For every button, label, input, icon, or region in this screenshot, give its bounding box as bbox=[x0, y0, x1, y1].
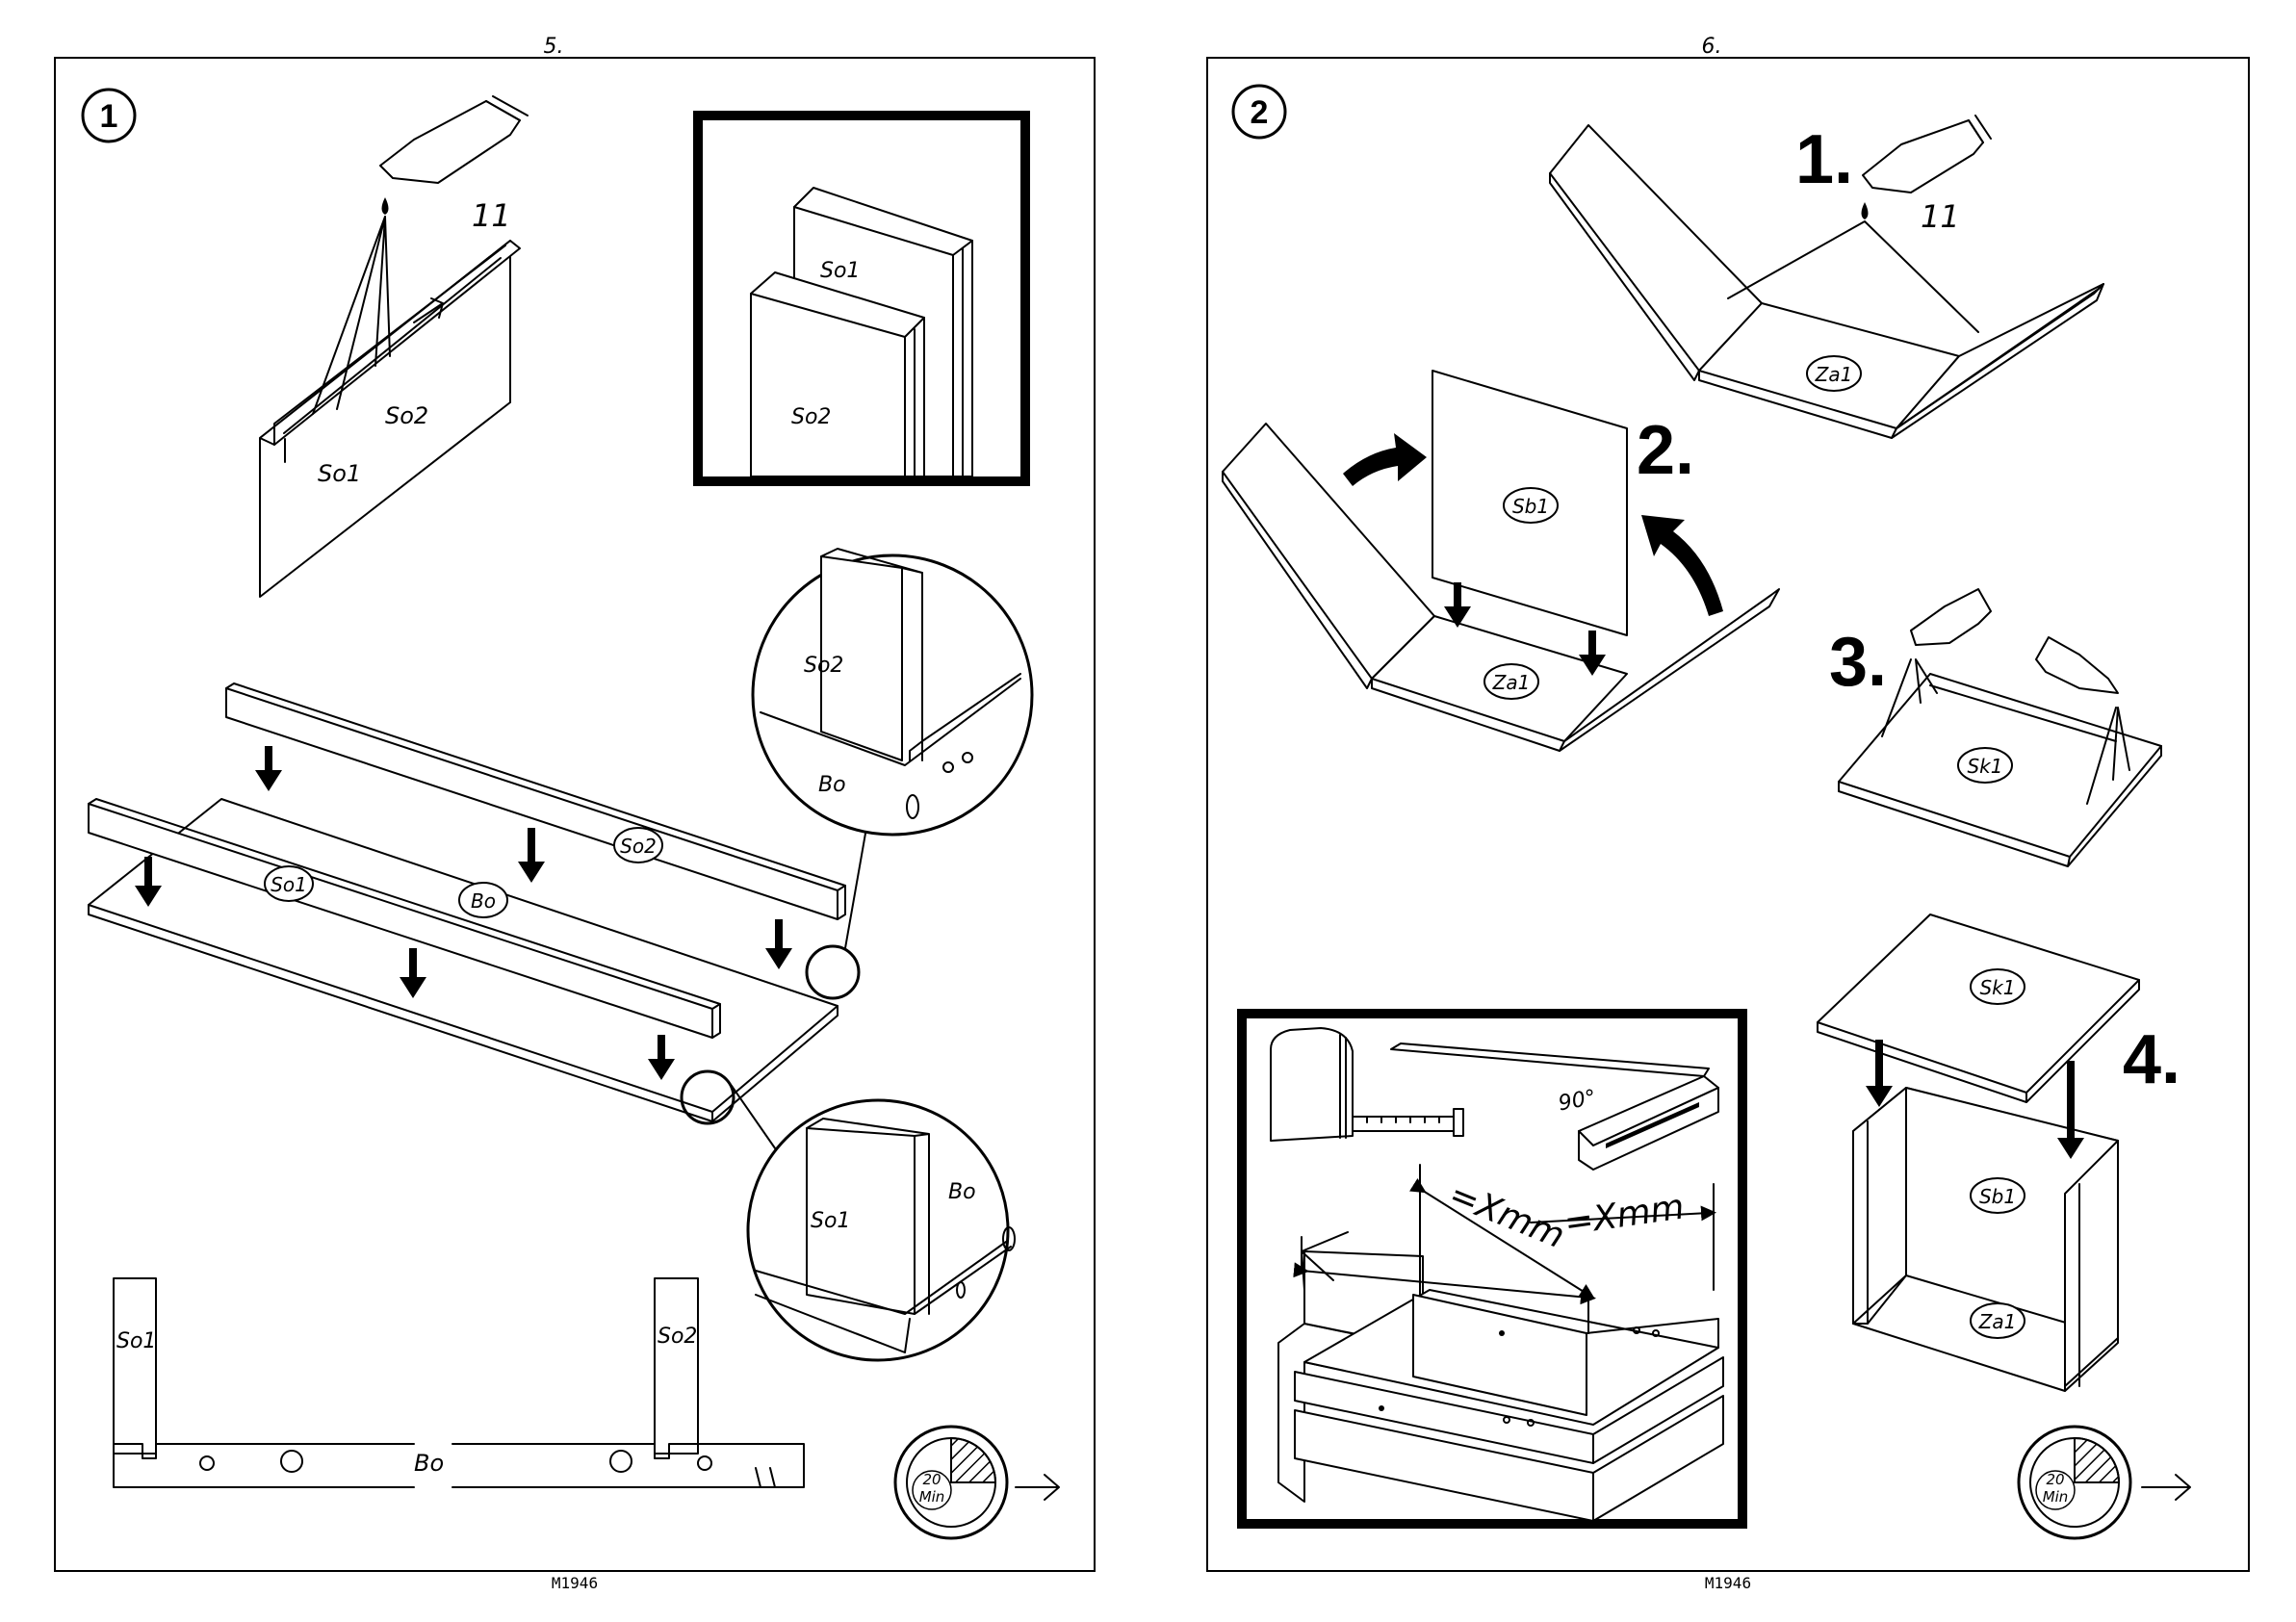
svg-text:Min: Min bbox=[919, 1488, 945, 1506]
detail-label-so1: So1 bbox=[811, 1209, 850, 1233]
section-label-so1: So1 bbox=[116, 1329, 156, 1353]
glue-label: 11 bbox=[1921, 198, 1960, 235]
svg-text:20: 20 bbox=[922, 1471, 941, 1488]
step-badge: 2 bbox=[1233, 86, 1285, 138]
part-label-so2: So2 bbox=[385, 402, 428, 429]
part-label-za1-2: Za1 bbox=[1492, 671, 1531, 694]
part-label-sk1: Sk1 bbox=[1967, 755, 2002, 778]
base-label-bo: Bo bbox=[471, 889, 496, 913]
inset-label-so2: So2 bbox=[791, 405, 831, 429]
section-label-so2: So2 bbox=[658, 1325, 697, 1349]
part-label-sb1-2: Sb1 bbox=[1979, 1185, 2016, 1208]
detail-label-bo: Bo bbox=[818, 773, 846, 797]
glue-label: 11 bbox=[472, 197, 511, 234]
page-left: 5. M1946 1 So2 So1 11 bbox=[55, 35, 1095, 1592]
detail-circle-so2: So2 Bo bbox=[753, 549, 1032, 835]
substep-label-4: 4. bbox=[2123, 1021, 2180, 1098]
svg-text:Min: Min bbox=[2043, 1488, 2069, 1506]
glue-groove-illustration: So2 So1 11 bbox=[260, 96, 528, 597]
detail-label-so2: So2 bbox=[804, 654, 843, 678]
section-label-bo: Bo bbox=[414, 1450, 444, 1477]
step-badge: 1 bbox=[83, 90, 135, 142]
base-label-so1: So1 bbox=[271, 873, 307, 896]
substep-label-3: 3. bbox=[1829, 624, 1887, 701]
svg-text:1: 1 bbox=[100, 98, 118, 135]
base-label-so2: So2 bbox=[620, 835, 657, 858]
substep-label-2: 2. bbox=[1637, 412, 1694, 489]
substep-label-1: 1. bbox=[1795, 121, 1853, 198]
part-label-so1: So1 bbox=[318, 460, 361, 487]
timer-clock-icon: 20 Min bbox=[2019, 1427, 2130, 1538]
next-arrow-icon bbox=[2142, 1475, 2190, 1500]
part-label-sk1-2: Sk1 bbox=[1979, 976, 2015, 999]
page-right: 6. M1946 2 1. Za1 11 bbox=[1207, 35, 2249, 1592]
substep-3-illustration: 3. Sk1 bbox=[1829, 589, 2161, 866]
substep-1-illustration: 1. Za1 11 bbox=[1550, 116, 2103, 438]
timer-clock-icon: 20 Min bbox=[895, 1427, 1007, 1538]
detail-circle-so1: So1 Bo bbox=[748, 1100, 1015, 1360]
substep-2-illustration: 2. Sb1 Za1 bbox=[1223, 371, 1779, 751]
page-number: 6. bbox=[1702, 35, 1722, 59]
inset-measure-squareness: 90° =Xmm =Xmm bbox=[1242, 1014, 1742, 1524]
base-assembly-illustration: So2 So1 Bo bbox=[89, 683, 866, 1155]
inset-groove-detail: So1 So2 bbox=[698, 116, 1025, 481]
page-number: 5. bbox=[544, 35, 564, 59]
footer-code: M1946 bbox=[552, 1574, 598, 1592]
detail-label-bo-2: Bo bbox=[948, 1180, 976, 1204]
svg-text:2: 2 bbox=[1251, 94, 1269, 131]
svg-text:20: 20 bbox=[2046, 1471, 2064, 1488]
footer-code: M1946 bbox=[1705, 1574, 1751, 1592]
inset-label-so1: So1 bbox=[820, 259, 860, 283]
part-label-sb1: Sb1 bbox=[1512, 495, 1549, 518]
part-label-za1-3: Za1 bbox=[1978, 1310, 2017, 1333]
substep-4-illustration: 4. Sk1 Sb1 Za1 bbox=[1818, 914, 2180, 1391]
part-label-za1: Za1 bbox=[1815, 363, 1853, 386]
cross-section-diagram: So1 So2 Bo bbox=[114, 1278, 804, 1487]
next-arrow-icon bbox=[1016, 1475, 1059, 1500]
